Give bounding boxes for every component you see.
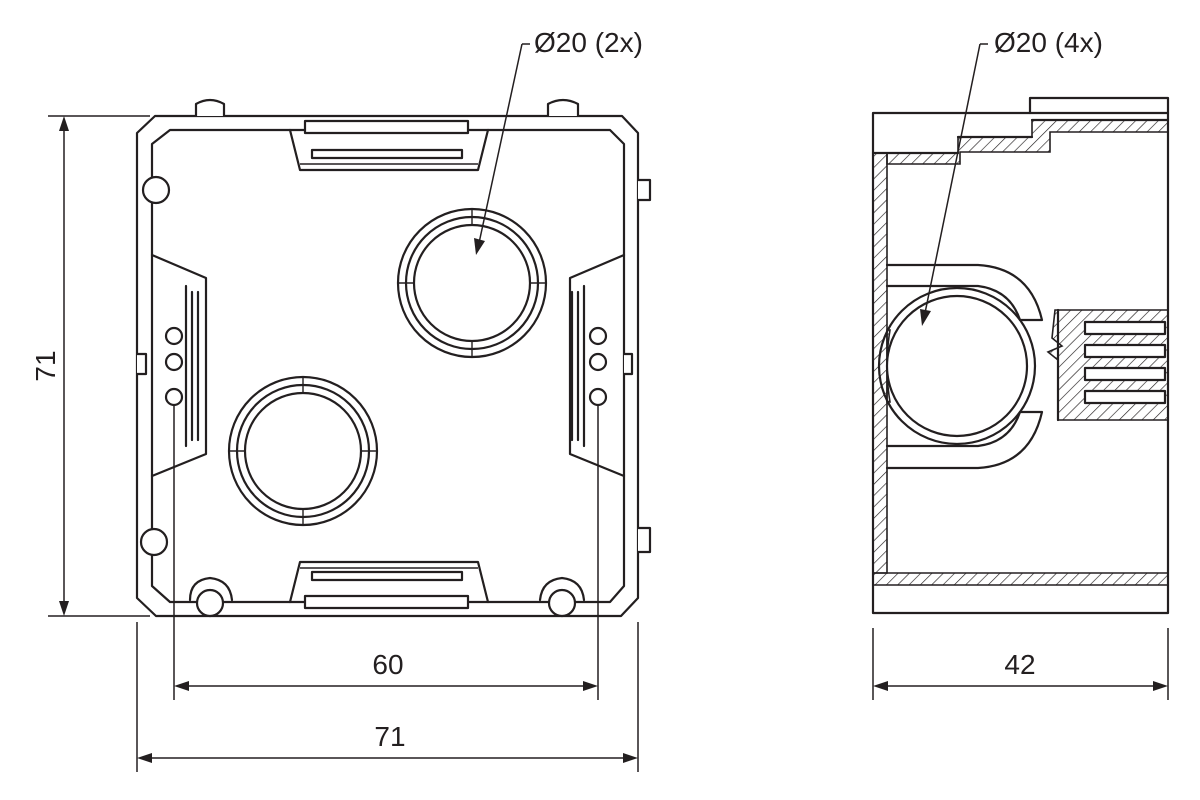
left-clip-mid (137, 352, 148, 376)
dim-outer-width: 71 (136, 622, 639, 772)
side-wall-top (886, 119, 1169, 165)
top-clip-left (194, 98, 226, 116)
notch-left-top (141, 175, 171, 205)
dim-height: 71 (30, 115, 150, 617)
side-knockout (877, 286, 1037, 446)
side-knockout-channel (885, 263, 1044, 322)
knockout-lower (227, 375, 379, 527)
dim-inner-width: 60 (173, 405, 599, 700)
box-inner-outline (150, 128, 626, 604)
side-cutaway (1046, 308, 1169, 422)
right-bracket (568, 253, 626, 478)
right-clip-mid (624, 352, 634, 376)
right-clip-lower (638, 526, 652, 554)
dim-height-label: 71 (30, 350, 61, 381)
side-callout-label: Ø20 (4x) (994, 27, 1103, 58)
front-callout: Ø20 (2x) (474, 27, 643, 255)
dim-depth: 42 (872, 628, 1169, 700)
side-view: Ø20 (4x) 42 (871, 27, 1170, 700)
side-wall-bottom (872, 572, 1169, 586)
top-rail (288, 119, 490, 172)
left-bracket (150, 253, 208, 478)
screw-notches (139, 175, 586, 618)
notch-bottom-right (547, 588, 577, 618)
dim-inner-width-label: 60 (372, 649, 403, 680)
front-callout-label: Ø20 (2x) (534, 27, 643, 58)
front-view: Ø20 (2x) 71 60 71 (30, 27, 652, 772)
side-callout: Ø20 (4x) (920, 27, 1103, 326)
side-top-lip (1028, 96, 1170, 115)
notch-left-bottom (139, 527, 169, 557)
bottom-rail (288, 560, 490, 610)
top-clip-right (546, 98, 580, 116)
box-outer-outline (135, 114, 640, 618)
notch-bottom-left (195, 588, 225, 618)
right-clip-upper (638, 178, 652, 202)
knockout-upper (396, 207, 548, 359)
dim-outer-width-label: 71 (374, 721, 405, 752)
dim-depth-label: 42 (1004, 649, 1035, 680)
